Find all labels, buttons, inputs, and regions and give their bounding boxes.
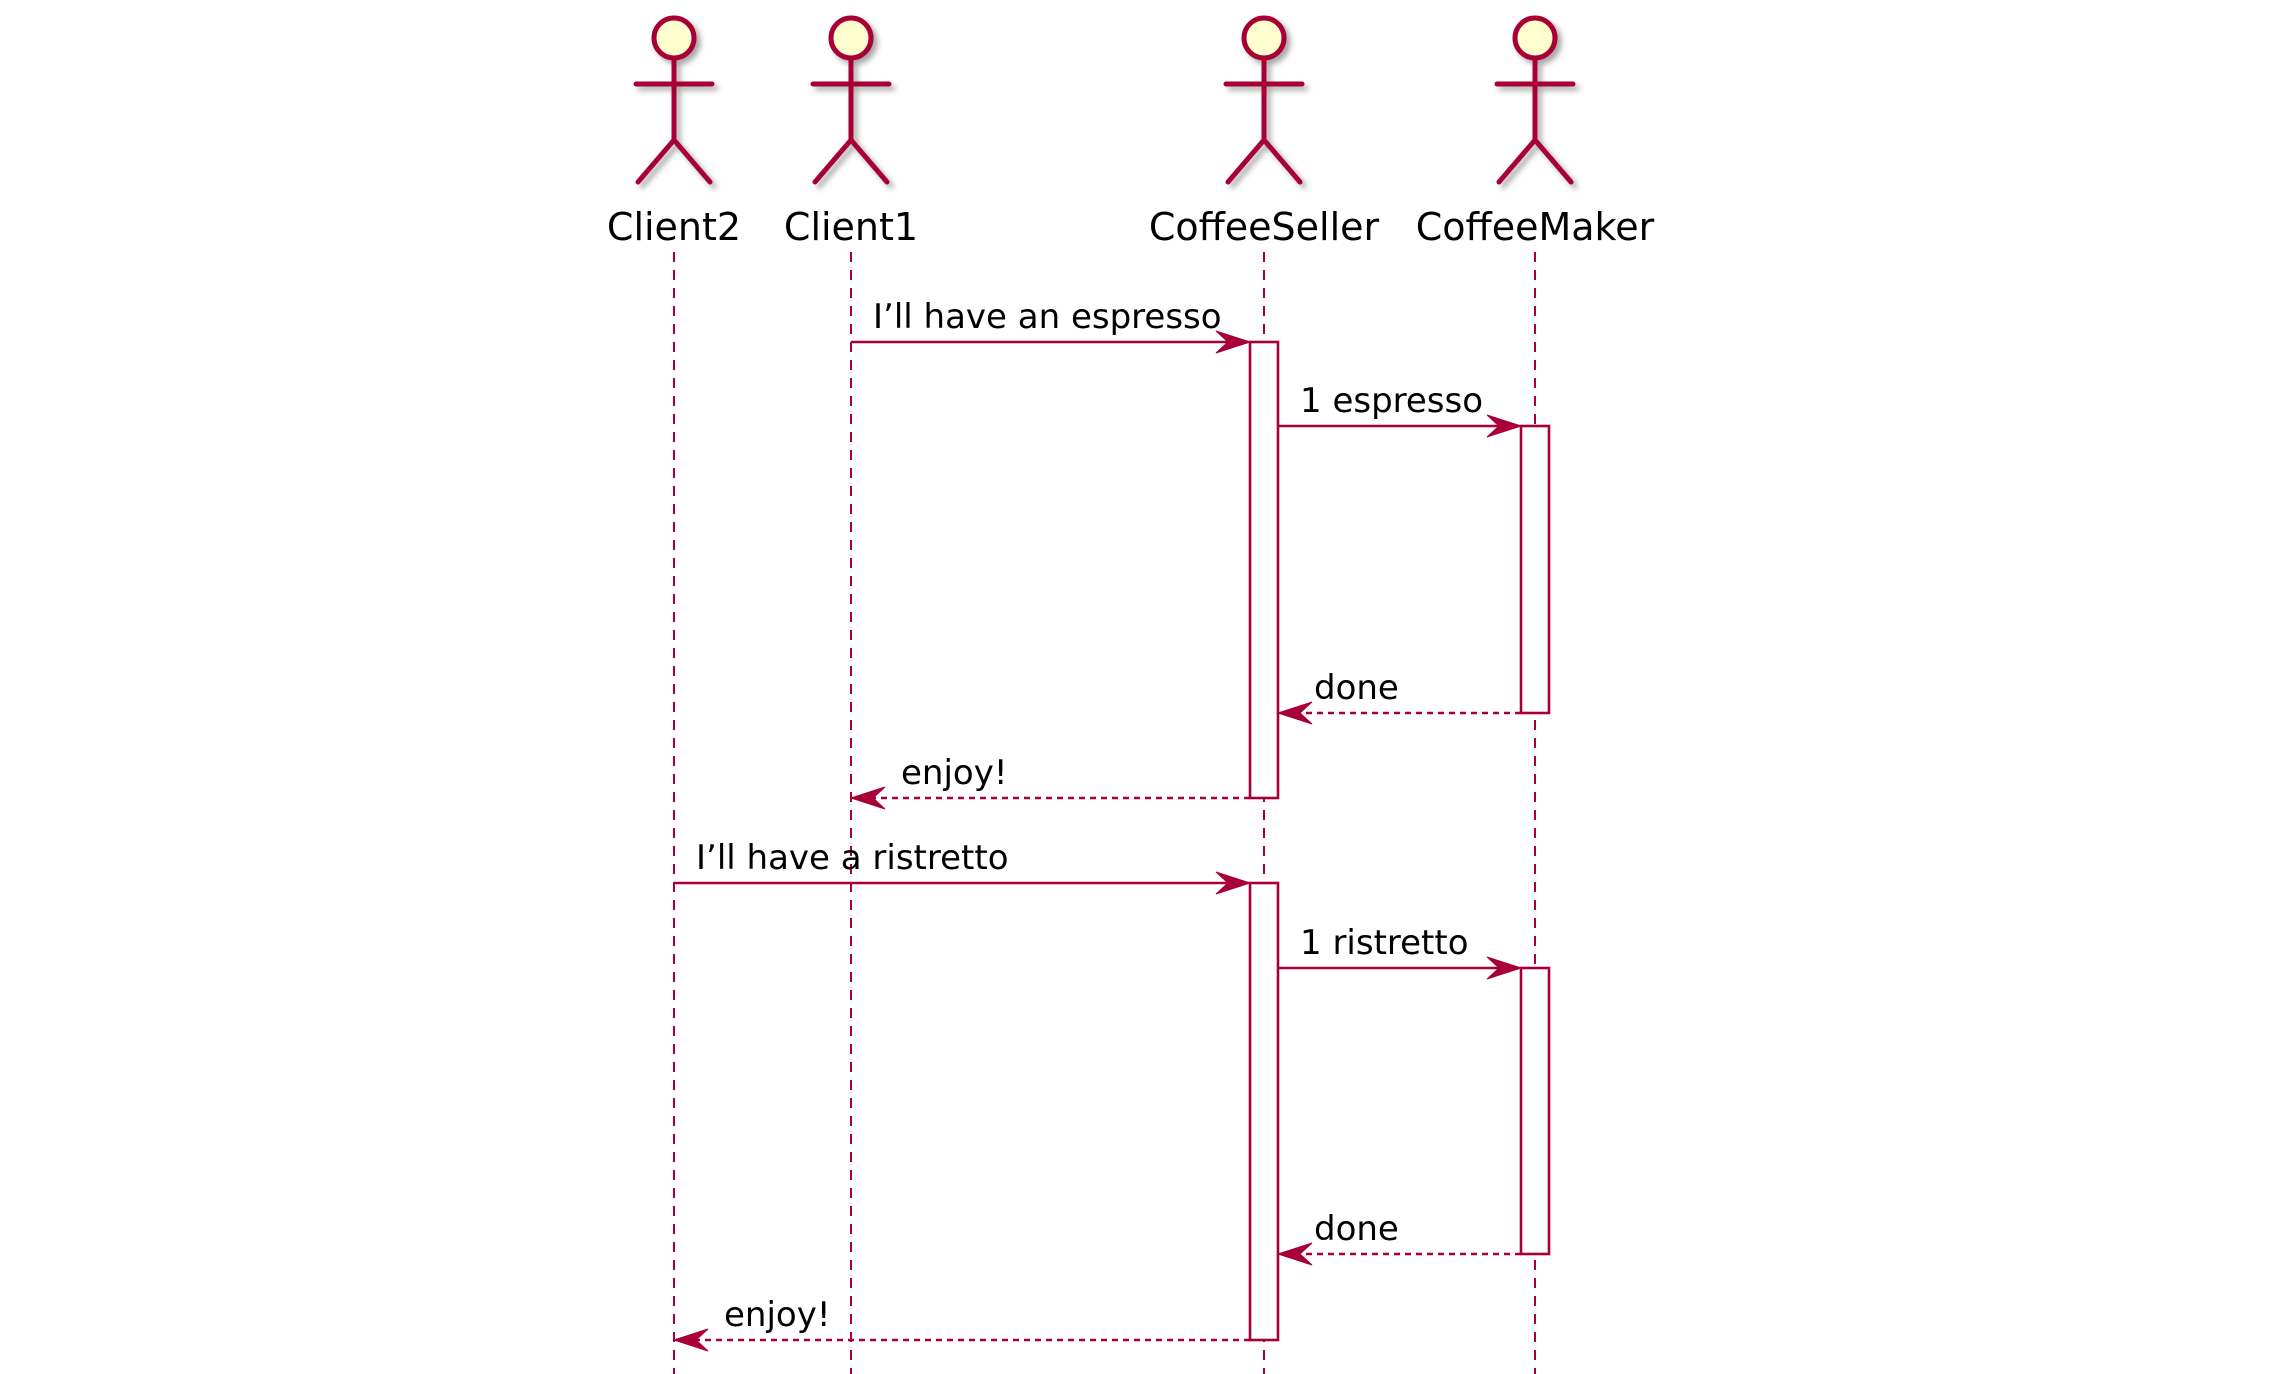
- arrowhead-icon: [1276, 1242, 1313, 1266]
- actor-name-coffeeseller: CoffeeSeller: [1149, 205, 1380, 249]
- stick-figure-icon: [633, 15, 715, 185]
- arrowhead-icon: [1215, 330, 1252, 354]
- activation-bar-coffeeseller: [1248, 340, 1280, 800]
- message-1-ristretto: 1 ristretto: [1278, 923, 1523, 980]
- actor-coffeeseller: CoffeeSeller: [1149, 15, 1380, 249]
- actor-client1: Client1: [784, 15, 918, 249]
- arrowhead-icon: [1486, 414, 1523, 438]
- actor-name-coffeemaker: CoffeeMaker: [1416, 205, 1655, 249]
- arrowhead-icon: [849, 786, 886, 810]
- arrowhead-icon: [1276, 701, 1313, 725]
- message-label: done: [1314, 668, 1399, 708]
- message-label: 1 ristretto: [1300, 923, 1469, 963]
- arrowhead-icon: [1486, 956, 1523, 980]
- actor-coffeemaker: CoffeeMaker: [1416, 15, 1655, 249]
- message-done: done: [1276, 668, 1521, 725]
- message-label: I’ll have an espresso: [873, 297, 1222, 337]
- message-label: enjoy!: [724, 1295, 830, 1335]
- message-done: done: [1276, 1209, 1521, 1266]
- message-label: enjoy!: [901, 753, 1007, 793]
- actor-name-client2: Client2: [607, 205, 741, 249]
- arrowhead-icon: [1215, 871, 1252, 895]
- stick-figure-icon: [1494, 15, 1576, 185]
- messages: I’ll have an espresso 1 espresso done enjoy…: [672, 297, 1523, 1352]
- activation-bars: [1248, 340, 1551, 1342]
- message-enjoy: enjoy!: [849, 753, 1250, 810]
- stick-figure-icon: [810, 15, 892, 185]
- message-i-ll-have-a-ristretto: I’ll have a ristretto: [674, 838, 1252, 895]
- message-enjoy: enjoy!: [672, 1295, 1250, 1352]
- actors: Client2 Client1 CoffeeSeller CoffeeMaker: [607, 15, 1655, 249]
- message-label: I’ll have a ristretto: [696, 838, 1009, 878]
- activation-bar-coffeeseller: [1248, 881, 1280, 1342]
- stick-figure-icon: [1223, 15, 1305, 185]
- activation-bar-coffeemaker: [1519, 966, 1551, 1256]
- message-label: 1 espresso: [1300, 381, 1483, 421]
- message-label: done: [1314, 1209, 1399, 1249]
- message-1-espresso: 1 espresso: [1278, 381, 1523, 438]
- activation-bar-coffeemaker: [1519, 424, 1551, 715]
- arrowhead-icon: [672, 1328, 709, 1352]
- message-i-ll-have-an-espresso: I’ll have an espresso: [851, 297, 1252, 354]
- actor-name-client1: Client1: [784, 205, 918, 249]
- actor-client2: Client2: [607, 15, 741, 249]
